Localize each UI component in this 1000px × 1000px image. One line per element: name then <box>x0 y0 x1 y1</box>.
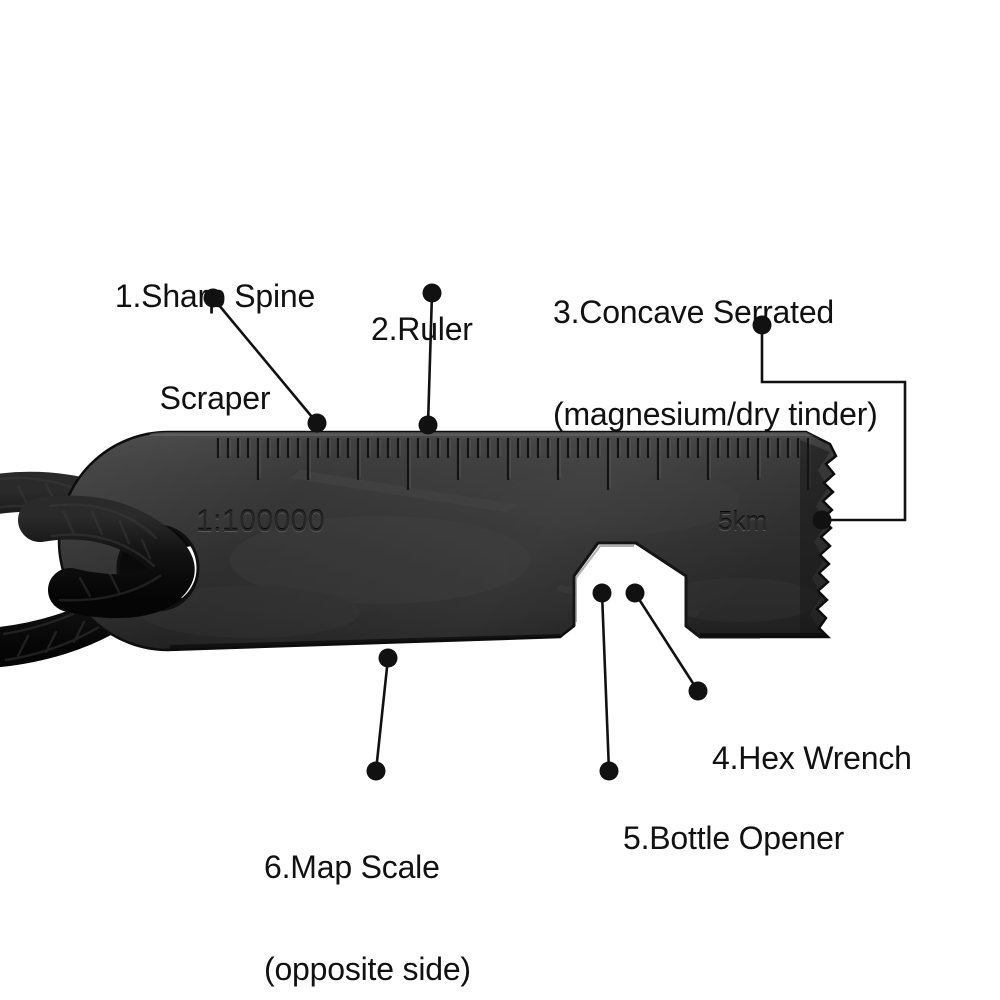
callout-6-line-1: 6.Map Scale <box>264 848 440 885</box>
callout-5-line-1: 5.Bottle Opener <box>623 819 845 856</box>
leader-3-concave-serrated <box>752 315 907 530</box>
callout-3-concave-serrated: 3.Concave Serrated (magnesium/dry tinder… <box>553 228 878 499</box>
callout-4-line-1: 4.Hex Wrench <box>712 739 912 776</box>
callout-2-line-1: 2.Ruler <box>371 310 473 347</box>
leader-6-map-scale <box>366 648 398 781</box>
leader-dot-icon <box>688 681 708 701</box>
leader-dot-icon <box>625 583 645 603</box>
leader-dot-icon <box>599 761 619 781</box>
callout-4-hex-wrench: 4.Hex Wrench <box>712 674 912 844</box>
callout-3-line-2: (magnesium/dry tinder) <box>553 395 878 432</box>
leader-dot-icon <box>592 583 612 603</box>
paracord-through-hole <box>18 495 195 619</box>
callout-3-line-1: 3.Concave Serrated <box>553 293 835 330</box>
leader-dot-icon <box>418 415 438 435</box>
tool-body <box>18 430 838 652</box>
leader-4-hex-wrench <box>625 583 708 701</box>
callout-5-bottle-opener: 5.Bottle Opener <box>623 754 844 924</box>
leader-dot-icon <box>422 283 442 303</box>
callout-6-line-2: (opposite side) <box>264 950 471 987</box>
leader-lines <box>203 283 907 781</box>
leader-2-ruler <box>418 283 442 435</box>
callout-1-sharp-spine-scraper: 1.Sharp Spine Scraper <box>80 212 350 483</box>
callout-2-ruler: 2.Ruler <box>371 245 473 415</box>
callout-1-line-2: Scraper <box>159 379 271 416</box>
leader-dot-icon <box>378 648 398 668</box>
callout-1-line-1: 1.Sharp Spine <box>114 277 316 314</box>
leader-dot-icon <box>203 288 223 308</box>
leader-5-bottle-opener <box>592 583 619 781</box>
leader-dot-icon <box>366 761 386 781</box>
leader-1-sharp-spine-scraper <box>203 288 327 433</box>
leader-dot-icon <box>812 510 832 530</box>
leader-dot-icon <box>752 315 772 335</box>
leader-dot-icon <box>307 413 327 433</box>
callout-6-map-scale: 6.Map Scale (opposite side) <box>264 783 471 1000</box>
serrated-edge-icon <box>800 440 830 634</box>
